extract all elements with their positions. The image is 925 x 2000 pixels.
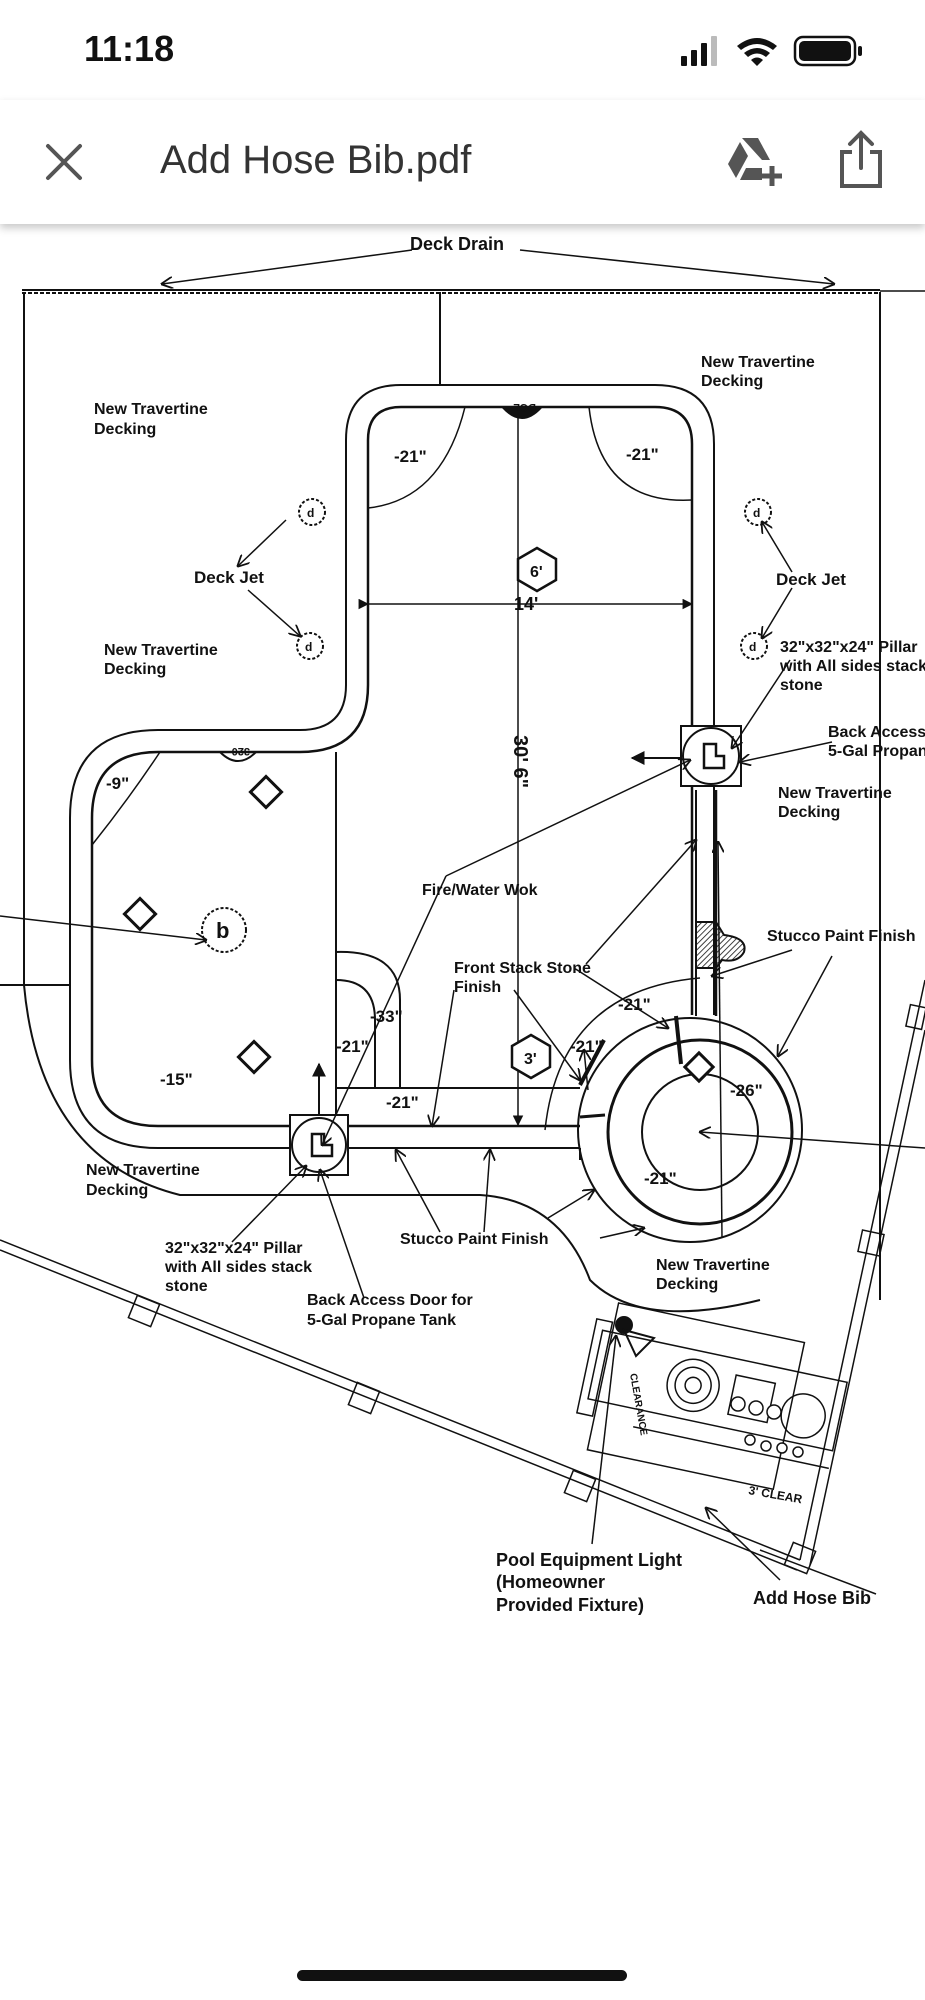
deck-jet-label-left: Deck Jet [194, 568, 264, 587]
pillar-label-left-3: stone [165, 1278, 208, 1295]
pool-light-label-3: Provided Fixture) [496, 1595, 644, 1615]
dim-label-21-spa-inner: -21" [644, 1169, 677, 1188]
site-plan-drawing: Deck Drain New Travertine Decking New Tr… [0, 234, 925, 1615]
dim-label-30ft-6in: 30' 6" [509, 735, 531, 788]
back-access-label-left-1: Back Access Door for [307, 1292, 473, 1309]
decking-label-left-top-1: New Travertine [94, 401, 208, 418]
share-icon [840, 130, 882, 188]
wifi-icon [737, 38, 777, 66]
decking-label-right-top-2: Decking [701, 373, 763, 390]
decking-label-left-mid-2: Decking [104, 661, 166, 678]
app-header: Add Hose Bib.pdf [0, 100, 925, 224]
fire-water-wok-label: Fire/Water Wok [422, 882, 538, 899]
dim-label-14ft: 14' [514, 594, 538, 614]
drain-code-left: 320 [232, 745, 250, 757]
marker-d-3: d [753, 506, 760, 520]
dim-label-21-spa-left: -21" [570, 1037, 603, 1056]
cellular-signal-icon [681, 36, 717, 66]
close-icon [46, 144, 82, 180]
dim-label-15: -15" [160, 1070, 193, 1089]
pool-light-label-2: (Homeowner [496, 1572, 605, 1592]
front-stack-label-1: Front Stack Stone [454, 960, 591, 977]
pillar-label-right-3: stone [780, 677, 823, 694]
decking-label-right-mid-2: Decking [778, 804, 840, 821]
status-icons [681, 35, 862, 67]
home-indicator[interactable] [297, 1970, 627, 1981]
pdf-page-view[interactable]: Deck Drain New Travertine Decking New Tr… [0, 224, 925, 1944]
battery-icon [793, 35, 862, 67]
dim-label-21-step: -21" [336, 1037, 369, 1056]
pool-light-label-1: Pool Equipment Light [496, 1550, 682, 1570]
back-access-label-right-1: Back Access [828, 724, 925, 741]
marker-6ft: 6' [530, 564, 543, 581]
clearance-label: CLEARANCE [627, 1373, 649, 1437]
dim-label-21-spa-top: -21" [618, 995, 651, 1014]
dim-label-21-bench: -21" [386, 1093, 419, 1112]
decking-label-right-mid-1: New Travertine [778, 785, 892, 802]
decking-label-left-bottom-1: New Travertine [86, 1162, 200, 1179]
dim-label-9: -9" [106, 774, 129, 793]
pillar-label-left-1: 32"x32"x24" Pillar [165, 1240, 303, 1257]
three-clear-label: 3' CLEAR [747, 1483, 803, 1506]
status-bar: 11:18 [0, 0, 925, 100]
marker-d-4: d [749, 640, 756, 654]
drain-code-top: DCL [513, 401, 536, 413]
add-hose-bib-label: Add Hose Bib [753, 1588, 871, 1608]
deck-drain-label: Deck Drain [410, 234, 504, 254]
share-button[interactable] [838, 130, 884, 190]
back-access-label-right-2: 5-Gal Propan [828, 743, 925, 760]
marker-b: b [216, 918, 229, 943]
pillar-label-right-2: with All sides stack [779, 658, 925, 675]
decking-label-left-bottom-2: Decking [86, 1182, 148, 1199]
stucco-finish-label-bottom: Stucco Paint Finish [400, 1231, 548, 1248]
decking-label-left-top-2: Decking [94, 421, 156, 438]
dim-label-21-top-right: -21" [626, 445, 659, 464]
marker-3ft: 3' [524, 1051, 537, 1068]
decking-label-bottom-1: New Travertine [656, 1257, 770, 1274]
add-to-drive-icon [728, 138, 782, 186]
front-stack-label-2: Finish [454, 979, 501, 996]
dim-label-33: -33" [370, 1007, 403, 1026]
document-title: Add Hose Bib.pdf [160, 138, 472, 182]
add-to-drive-button[interactable] [726, 136, 782, 186]
pillar-label-left-2: with All sides stack [164, 1259, 312, 1276]
dim-label-26: -26" [730, 1081, 763, 1100]
stucco-finish-label-right: Stucco Paint Finish [767, 928, 915, 945]
decking-label-right-top-1: New Travertine [701, 354, 815, 371]
dim-label-21-top-left: -21" [394, 447, 427, 466]
deck-jet-label-right: Deck Jet [776, 570, 846, 589]
marker-d-1: d [307, 506, 314, 520]
close-button[interactable] [40, 138, 88, 186]
back-access-label-left-2: 5-Gal Propane Tank [307, 1312, 456, 1329]
decking-label-left-mid-1: New Travertine [104, 642, 218, 659]
marker-d-2: d [305, 640, 312, 654]
status-time: 11:18 [84, 28, 175, 69]
decking-label-bottom-2: Decking [656, 1276, 718, 1293]
pillar-label-right-1: 32"x32"x24" Pillar [780, 639, 918, 656]
